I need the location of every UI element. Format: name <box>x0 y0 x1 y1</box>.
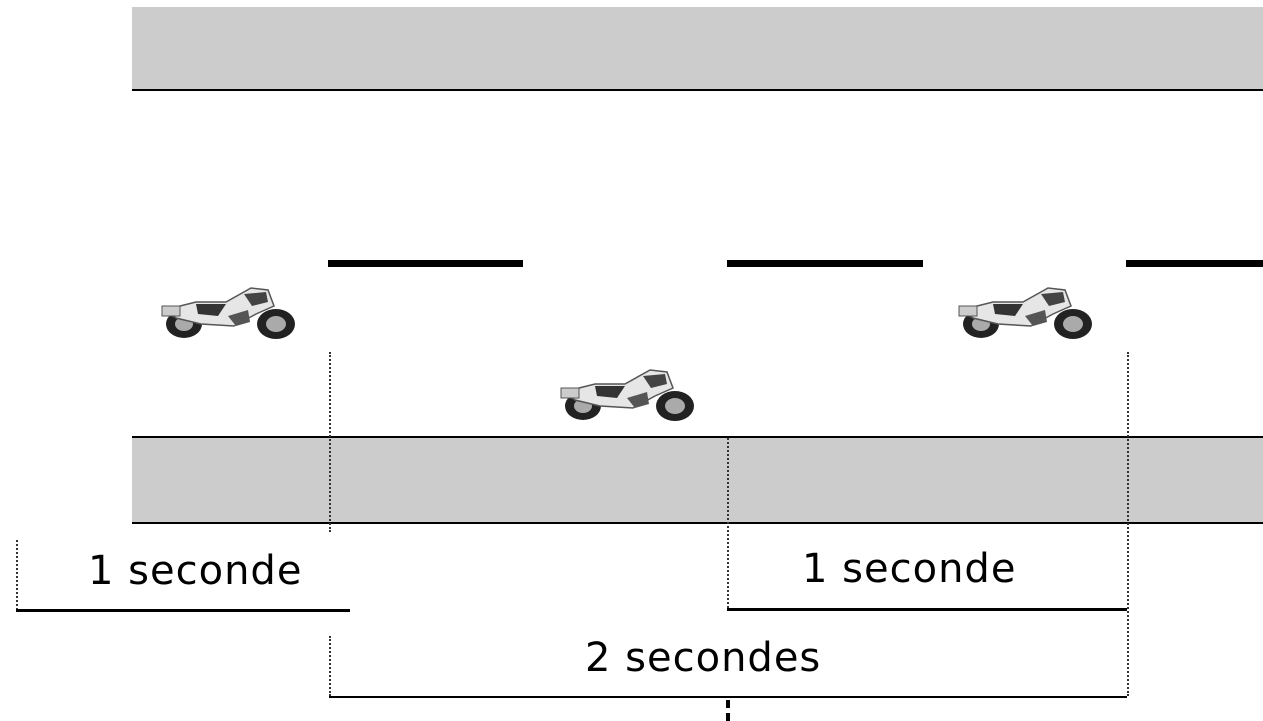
motorcycle-icon <box>560 369 694 421</box>
marker-line-4 <box>329 636 331 696</box>
bottom-sidewalk-edge <box>132 522 1263 524</box>
marker-line-3 <box>1127 352 1129 696</box>
measure-line-left <box>16 609 350 612</box>
measure-line-right <box>727 608 1127 611</box>
bottom-sidewalk <box>132 438 1263 522</box>
top-road-edge <box>132 89 1263 91</box>
label-two-seconds: 2 secondes <box>585 635 822 681</box>
measure-line-total <box>329 696 1127 698</box>
bottom-road-edge <box>132 436 1263 438</box>
marker-line-left <box>16 540 18 610</box>
lane-dash-3 <box>1126 260 1263 267</box>
lane-dash-2 <box>727 260 923 267</box>
motorcycle-icon <box>958 287 1092 339</box>
label-one-second-left: 1 seconde <box>88 548 303 594</box>
marker-line-2 <box>727 438 729 608</box>
motorcycle-icon <box>161 287 295 339</box>
center-tick <box>726 700 734 721</box>
label-one-second-right: 1 seconde <box>802 546 1017 592</box>
marker-line-1 <box>329 352 331 532</box>
top-sidewalk <box>132 7 1263 89</box>
lane-dash-1 <box>328 260 523 267</box>
